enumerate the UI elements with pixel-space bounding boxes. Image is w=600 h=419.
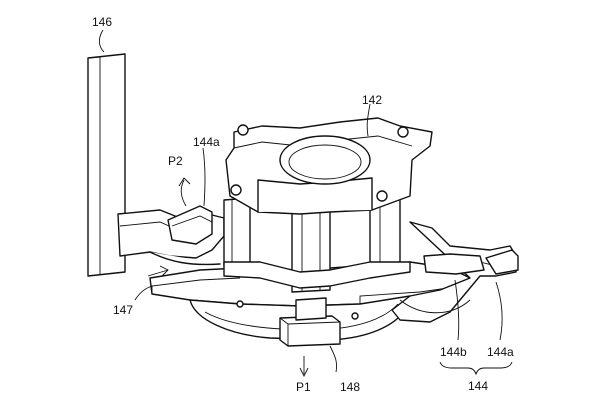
- right-arm: [391, 221, 519, 323]
- label-144a-right: 144a: [487, 345, 514, 359]
- label-148: 148: [340, 380, 360, 394]
- leader-144a-right: [495, 281, 503, 341]
- wall-part: [87, 53, 126, 277]
- leader-144b: [454, 279, 460, 341]
- label-144b: 144b: [440, 345, 467, 359]
- foot-part: [279, 297, 341, 347]
- label-142: 142: [362, 93, 382, 107]
- leader-147: [134, 285, 153, 301]
- label-144: 144: [468, 379, 488, 393]
- label-p1: P1: [296, 380, 311, 394]
- label-p2: P2: [168, 154, 183, 168]
- bracket-144: [439, 361, 513, 376]
- top-block: [225, 117, 433, 215]
- central-column: [223, 193, 411, 293]
- leader-144a-left: [202, 147, 206, 207]
- left-arm: [117, 205, 225, 266]
- arrow-147: [147, 265, 169, 277]
- label-144a-left: 144a: [193, 135, 220, 149]
- leader-146: [98, 29, 105, 53]
- label-147: 147: [113, 303, 133, 317]
- arrow-p1: [299, 356, 309, 378]
- arrow-p2: [178, 177, 191, 207]
- label-146: 146: [92, 15, 112, 29]
- leader-148: [329, 345, 338, 373]
- leader-142: [366, 103, 371, 137]
